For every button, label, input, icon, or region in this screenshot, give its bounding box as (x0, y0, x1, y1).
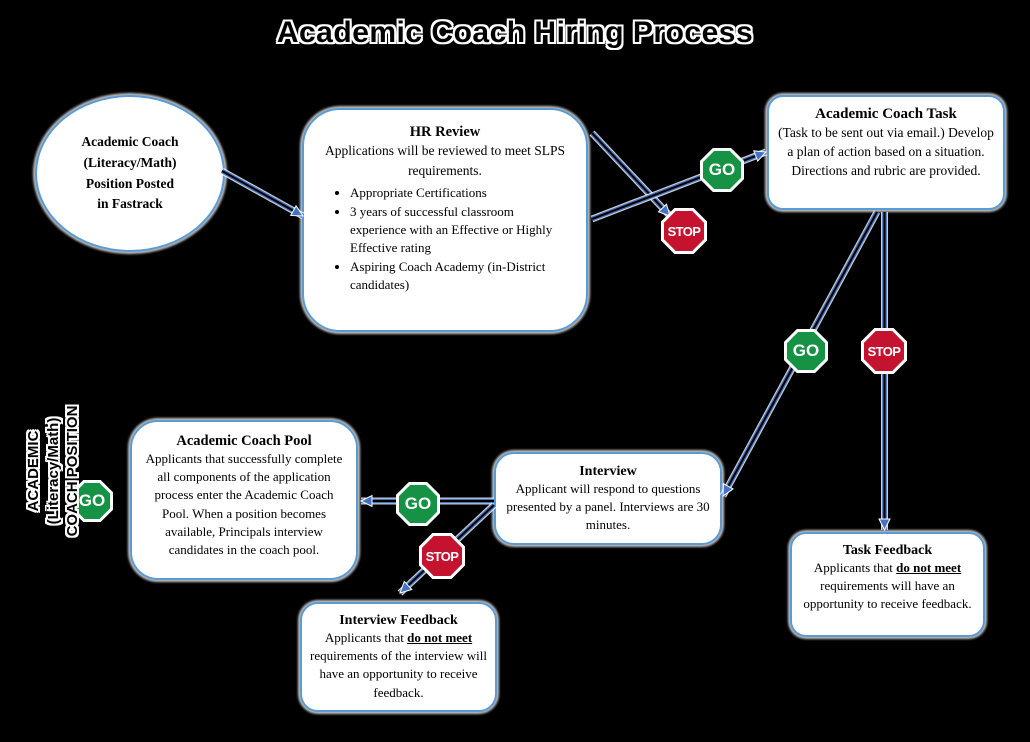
pool-title: Academic Coach Pool (176, 433, 312, 449)
feedback-emphasis: do not meet (896, 560, 962, 575)
node-academic-coach-task: Academic Coach Task (Task to be sent out… (767, 95, 1005, 210)
node-interview-feedback: Interview Feedback Applicants that do no… (300, 602, 497, 712)
hr-review-bullet: Appropriate Certifications (350, 184, 572, 202)
hr-review-bullet: 3 years of successful classroom experien… (350, 203, 572, 257)
interview-body: Applicant will respond to questions pres… (506, 481, 710, 533)
interview-feedback-title: Interview Feedback (339, 613, 458, 628)
task-feedback-body: Applicants that do not meet requirements… (792, 559, 983, 614)
hr-review-subtitle: Applications will be reviewed to meet SL… (325, 143, 565, 178)
hr-review-bullet: Aspiring Coach Academy (in-District cand… (350, 258, 572, 294)
stop-sign-interview: STOP (419, 533, 465, 579)
go-octagon-icon (74, 483, 110, 519)
node-interview: Interview Applicant will respond to ques… (494, 452, 722, 545)
feedback-emphasis: do not meet (407, 630, 473, 645)
go-sign-label: GO (792, 341, 820, 360)
stop-sign-label: STOP (667, 223, 701, 239)
interview-feedback-body: Applicants that do not meet requirements… (302, 629, 495, 702)
page-title: Academic Coach Hiring Process (276, 16, 754, 49)
go-octagon-icon (703, 151, 741, 189)
start-line: in Fastrack (97, 196, 163, 212)
stop-octagon-icon (864, 331, 904, 371)
node-hr-review: HR Review Applications will be reviewed … (302, 108, 588, 332)
feedback-text: requirements will have an opportunity to… (803, 578, 972, 612)
task-title: Academic Coach Task (815, 106, 957, 122)
start-line: Academic Coach (81, 133, 179, 149)
stop-sign-label: STOP (867, 343, 901, 359)
sidebar-label-line1: ACADEMIC (Literacy/Math) (25, 417, 62, 525)
go-sign-sidebar: GO (71, 480, 113, 522)
feedback-text: requirements of the interview will have … (310, 648, 487, 700)
feedback-text: Applicants that (813, 560, 897, 575)
go-sign-interview-to-pool: GO (396, 482, 440, 526)
sidebar-label-line2: COACH POSITION (64, 405, 81, 537)
edge-position-to-hr (220, 167, 305, 220)
task-body: (Task to be sent out via email.) Develop… (778, 125, 994, 179)
go-sign-label: GO (78, 491, 106, 510)
go-octagon-icon (787, 332, 825, 370)
pool-body: Applicants that successfully complete al… (145, 451, 343, 557)
task-feedback-title: Task Feedback (842, 543, 933, 558)
go-octagon-icon (399, 485, 437, 523)
stop-octagon-icon (422, 536, 462, 576)
go-sign-label: GO (404, 494, 432, 513)
hr-review-title: HR Review (409, 124, 481, 140)
feedback-text: Applicants that (324, 630, 408, 645)
interview-title: Interview (579, 464, 637, 479)
node-position-posted: Academic Coach (Literacy/Math) Position … (35, 95, 225, 252)
go-sign-hr-to-task: GO (700, 148, 744, 192)
node-academic-coach-pool: Academic Coach Pool Applicants that succ… (130, 420, 358, 580)
go-sign-label: GO (708, 160, 736, 179)
hr-review-bullet-list: Appropriate Certifications 3 years of su… (304, 184, 586, 294)
stop-sign-hr: STOP (661, 208, 707, 254)
start-line: Position Posted (85, 175, 175, 191)
node-task-feedback: Task Feedback Applicants that do not mee… (790, 532, 985, 637)
stop-octagon-icon (664, 211, 704, 251)
stop-sign-task: STOP (861, 328, 907, 374)
sidebar-vertical-label: ACADEMIC (Literacy/Math) COACH POSITION (24, 376, 83, 566)
go-sign-task-to-interview: GO (784, 329, 828, 373)
start-line: (Literacy/Math) (83, 154, 177, 170)
stop-sign-label: STOP (425, 548, 459, 564)
